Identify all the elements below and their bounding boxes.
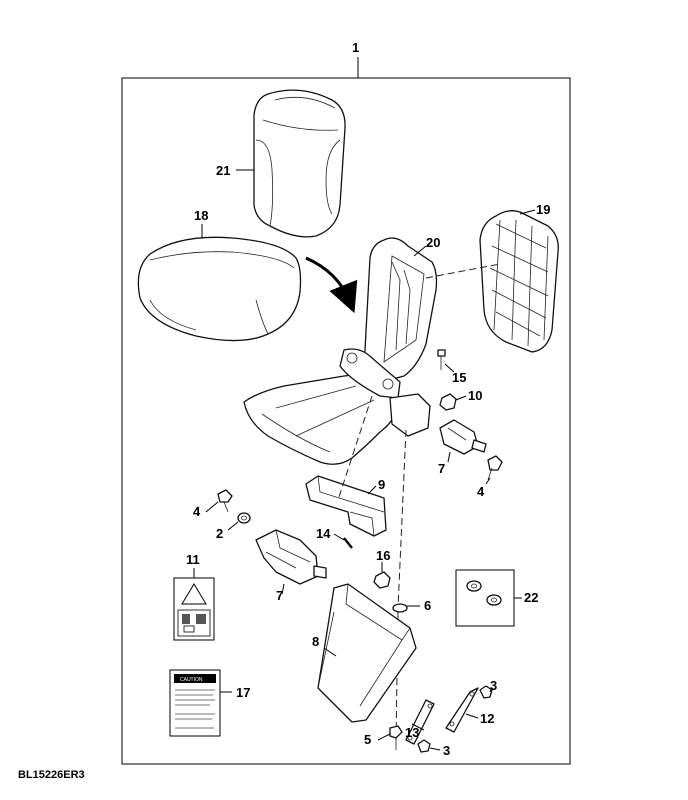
callout-21: 21 <box>216 163 230 178</box>
callout-1: 1 <box>352 40 359 55</box>
figure-id: BL15226ER3 <box>18 769 85 781</box>
callout-4-right: 4 <box>477 484 485 499</box>
callout-22: 22 <box>524 590 538 605</box>
callout-7-left: 7 <box>276 588 283 603</box>
washer-2 <box>237 512 251 524</box>
bolt-4-right <box>487 455 503 481</box>
callout-12: 12 <box>480 711 494 726</box>
callout-6: 6 <box>424 598 431 613</box>
caution-decal-17: CAUTION <box>169 669 221 737</box>
callout-5: 5 <box>364 732 371 747</box>
pin-14 <box>343 537 353 549</box>
callout-13: 13 <box>405 725 419 740</box>
callout-16: 16 <box>376 548 390 563</box>
seat-cushion <box>137 236 302 342</box>
callout-9: 9 <box>378 477 385 492</box>
seat-frame <box>243 237 438 465</box>
assembly-direction-arrow <box>305 256 358 314</box>
nut-3-lower <box>417 739 431 753</box>
back-grille <box>479 210 559 353</box>
assembly-frame <box>121 77 571 765</box>
strap-plate-12 <box>445 687 479 733</box>
bolt-5 <box>389 725 403 750</box>
bolt-15 <box>437 349 446 370</box>
callout-8: 8 <box>312 634 319 649</box>
nut-3-upper <box>479 685 493 699</box>
seat-base-box-8 <box>317 583 417 723</box>
nut-16 <box>373 571 391 589</box>
safety-decal-11 <box>173 577 215 641</box>
callout-15: 15 <box>452 370 466 385</box>
callout-11: 11 <box>186 552 200 567</box>
callout-14: 14 <box>316 526 331 541</box>
washer-6 <box>392 603 408 613</box>
bolt-4-left <box>217 489 233 513</box>
callout-2: 2 <box>216 526 223 541</box>
callout-18: 18 <box>194 208 208 223</box>
washer-kit-22 <box>455 569 515 627</box>
callout-3-upper: 3 <box>490 678 497 693</box>
strap-plate-13 <box>405 699 435 745</box>
nut-10 <box>439 393 457 411</box>
seat-belt-retractor-left <box>255 529 327 585</box>
caution-heading: CAUTION <box>180 677 203 683</box>
callout-4-left: 4 <box>193 504 201 519</box>
callout-3-lower: 3 <box>443 743 450 758</box>
callout-7-right: 7 <box>438 461 445 476</box>
bracket-9 <box>305 475 387 537</box>
callout-17: 17 <box>236 685 250 700</box>
callout-10: 10 <box>468 388 482 403</box>
callout-20: 20 <box>426 235 440 250</box>
backrest-cushion <box>253 89 346 238</box>
callout-19: 19 <box>536 202 550 217</box>
seat-belt-buckle-right <box>439 419 487 455</box>
